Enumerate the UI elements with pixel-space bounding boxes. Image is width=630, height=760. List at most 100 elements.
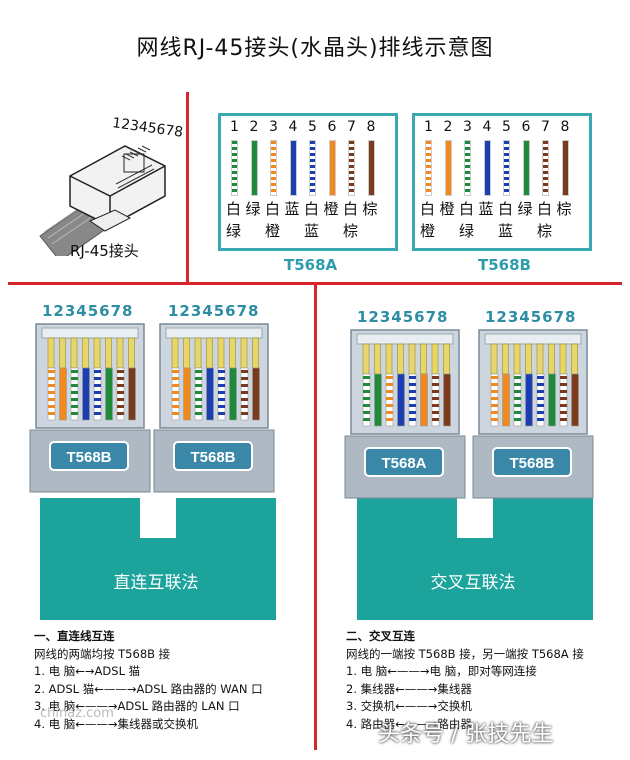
crossover-item: 4. 路由器←——→路由器	[346, 716, 472, 731]
crossover-cable	[357, 498, 593, 620]
divider-bottom	[314, 284, 317, 750]
crossover-item: 1. 电 脑←——→电 脑，即对等网连接	[346, 664, 537, 678]
wire-stripe	[172, 391, 179, 394]
wire	[59, 367, 67, 421]
pin-number: 5	[308, 119, 317, 135]
wire-stripe	[94, 412, 101, 415]
wire	[289, 140, 297, 196]
pin-number: 7	[541, 119, 550, 135]
gold-contact	[513, 343, 521, 375]
wire-color-char: 白	[420, 200, 436, 218]
standard-badge	[364, 447, 444, 477]
wire-stripe	[218, 377, 225, 380]
wire-color-char: 绿	[459, 222, 475, 240]
watermark-text: 头条号 / 张技先生	[378, 722, 554, 747]
gold-contact	[490, 343, 498, 375]
wire-stripe	[363, 418, 370, 421]
wire	[229, 367, 237, 421]
gold-contact	[206, 337, 213, 369]
wire-stripe	[48, 412, 55, 415]
wire-stripe	[172, 370, 179, 373]
wire-stripe	[491, 411, 498, 414]
gold-contact	[443, 343, 450, 375]
gold-contact	[105, 337, 112, 369]
pin-number: 4	[482, 119, 492, 135]
wire-stripe	[218, 370, 225, 373]
wire-stripe	[172, 405, 179, 408]
wire	[348, 140, 355, 196]
wire-stripe	[514, 411, 521, 414]
wire-stripe	[71, 412, 78, 415]
wire	[374, 373, 382, 427]
wire-stripe	[218, 391, 225, 394]
wire-color-char: 绿	[226, 222, 242, 240]
wire-stripe	[48, 384, 55, 387]
wire-stripe	[117, 370, 124, 373]
gold-contact	[59, 337, 66, 369]
wire-stripe	[117, 398, 124, 401]
wire	[231, 140, 238, 196]
t568b-label: T568B	[478, 256, 531, 274]
gold-contact	[397, 343, 404, 375]
rj45-connector: T568B	[153, 323, 275, 493]
pin-number: 8	[560, 119, 570, 135]
wire-stripe	[195, 377, 202, 380]
wire-stripe	[560, 397, 567, 400]
wire-stripe	[241, 384, 248, 387]
plug-top-bar	[356, 333, 454, 345]
wire	[483, 140, 491, 196]
wire-stripe	[560, 383, 567, 386]
wire-stripe	[48, 377, 55, 380]
wire-color-char: 蓝	[478, 200, 494, 218]
wire	[571, 373, 579, 427]
pin-number: 2	[249, 119, 259, 135]
plug-caption: RJ-45接头	[70, 242, 139, 260]
straight-label: 直连互联法	[113, 573, 199, 593]
wire-stripe	[560, 390, 567, 393]
straight-cable	[40, 498, 276, 620]
gold-contact	[385, 343, 393, 375]
wire-stripe	[117, 377, 124, 380]
wire	[105, 367, 113, 421]
wire	[548, 373, 556, 427]
wire-stripe	[514, 376, 521, 379]
wire	[464, 140, 471, 196]
wire-stripe	[117, 391, 124, 394]
wire-stripe	[491, 418, 498, 421]
wire-stripe	[71, 384, 78, 387]
wire-stripe	[195, 384, 202, 387]
wire-stripe	[409, 397, 416, 400]
standard-badge	[492, 447, 572, 477]
wire-stripe	[94, 391, 101, 394]
wire-stripe	[48, 405, 55, 408]
wire	[328, 140, 336, 196]
wire-stripe	[491, 397, 498, 400]
pin-number: 6	[327, 119, 337, 135]
straight-intro: 网线的两端均按 T568B 接	[34, 646, 171, 661]
wire-stripe	[537, 411, 544, 414]
pin-number: 3	[463, 119, 472, 135]
divider-horizontal	[8, 282, 622, 285]
gold-contact	[374, 343, 381, 375]
watermark-url: chinaz.com	[40, 706, 114, 721]
gold-contact	[171, 337, 179, 369]
wire	[183, 367, 191, 421]
plug-drawing	[39, 145, 166, 256]
wire-color-char: 白	[265, 200, 281, 218]
wire-stripe	[195, 391, 202, 394]
gold-contact	[362, 343, 370, 375]
wire-stripe	[195, 405, 202, 408]
wire-stripe	[195, 412, 202, 415]
plug-top-bar	[165, 327, 263, 339]
pin-number: 5	[502, 119, 511, 135]
wire-stripe	[363, 376, 370, 379]
rj45-connector: T568B	[29, 323, 151, 493]
wire-stripe	[218, 398, 225, 401]
wire-stripe	[386, 390, 393, 393]
wire	[502, 373, 510, 427]
pin-number: 4	[288, 119, 298, 135]
wire-stripe	[409, 376, 416, 379]
straight-right-pins: 12345678	[168, 302, 260, 320]
gold-contact	[183, 337, 190, 369]
